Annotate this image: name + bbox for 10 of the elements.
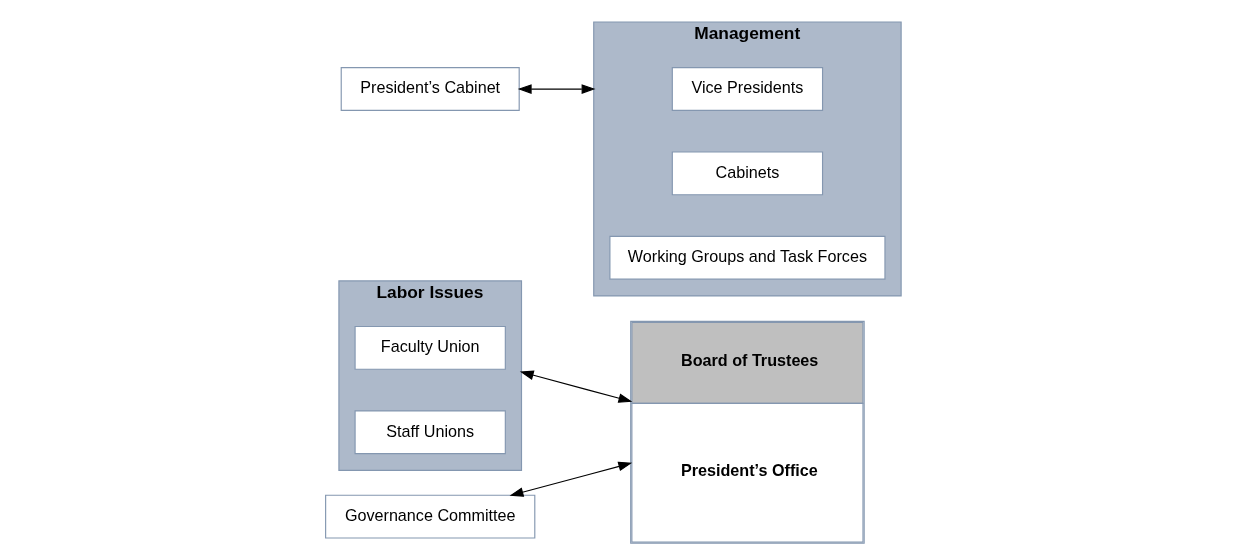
node-box: Governance Committee	[325, 494, 536, 539]
node-box: Cabinets	[671, 151, 824, 196]
node-box: Faculty Union	[354, 325, 506, 370]
arrow	[509, 461, 633, 497]
arrow	[519, 370, 633, 403]
node-box: Staff Unions	[354, 410, 506, 455]
node-box: Working Groups and Task Forces	[609, 235, 886, 280]
node-box: President’s Cabinet	[340, 67, 520, 111]
node-box: Vice Presidents	[671, 67, 824, 111]
arrow	[517, 84, 596, 94]
